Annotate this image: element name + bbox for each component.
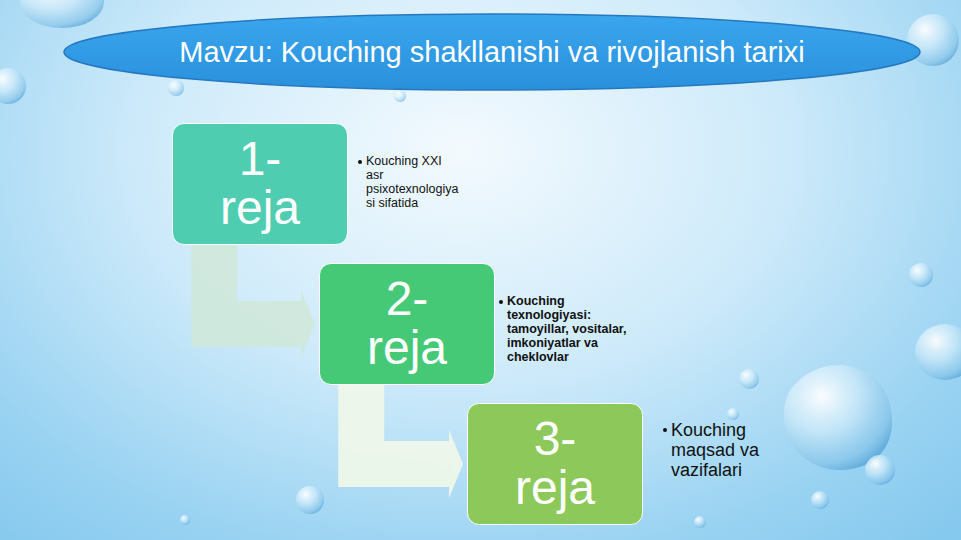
bent-arrow [214,245,315,358]
arrow-head [449,430,463,498]
plan-description: Kouching XXI asr psixotexnologiyasi sifa… [366,154,462,210]
water-droplet [727,408,739,420]
arrow-head [301,290,315,358]
water-droplet [168,80,184,96]
droplet-group [0,0,961,528]
bullet-dot [663,428,667,432]
water-droplet [865,455,895,485]
water-droplet [909,263,933,287]
plan-number: 1-reja [204,135,316,233]
arrow-shaft [214,245,301,324]
title-banner: Mavzu: Kouching shakllanishi va rivojlan… [62,12,922,92]
bullet-dot [358,160,362,164]
plan-box: 2-rejaKouching texnologiyasi: tamoyillar… [319,263,495,385]
water-droplet [180,515,190,525]
plan-description: Kouching maqsad va vazifalari [671,420,766,480]
water-droplet [811,491,829,509]
plan-number: 2-reja [351,275,463,373]
water-droplet [438,459,452,473]
water-droplet [0,68,26,104]
water-droplet [784,365,892,470]
plan-description: Kouching texnologiyasi: tamoyillar, vosi… [507,294,627,364]
arrow-shaft [361,385,449,464]
water-droplet [20,0,104,28]
water-droplet [739,369,759,389]
water-droplet [394,90,406,102]
water-droplet [915,324,961,380]
plan-box: 3-rejaKouching maqsad va vazifalari [467,403,643,525]
water-droplet [694,516,706,528]
plan-box: 1-rejaKouching XXI asr psixotexnologiyas… [172,123,348,245]
bullet-dot [499,300,503,304]
diagram-title: Mavzu: Kouching shakllanishi va rivojlan… [62,12,922,92]
water-droplet [296,486,324,514]
plan-number: 3-reja [499,415,611,513]
bent-arrow [361,385,463,498]
